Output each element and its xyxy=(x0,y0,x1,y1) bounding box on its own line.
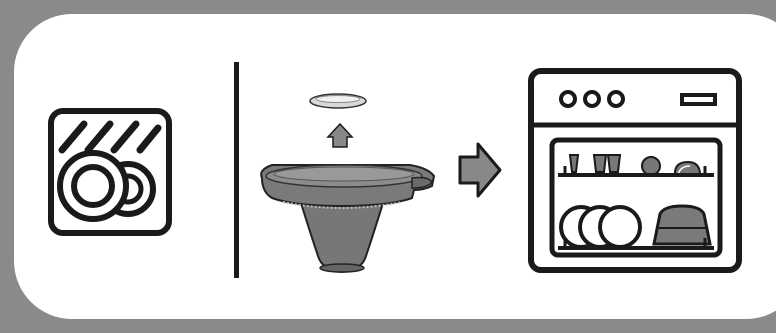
remove-lid-and-funnel-icon xyxy=(261,94,434,272)
dishwasher-safe-icon xyxy=(51,111,169,233)
divider xyxy=(234,62,239,278)
dishwasher-icon xyxy=(531,71,739,270)
arrow-right-icon xyxy=(460,144,500,196)
